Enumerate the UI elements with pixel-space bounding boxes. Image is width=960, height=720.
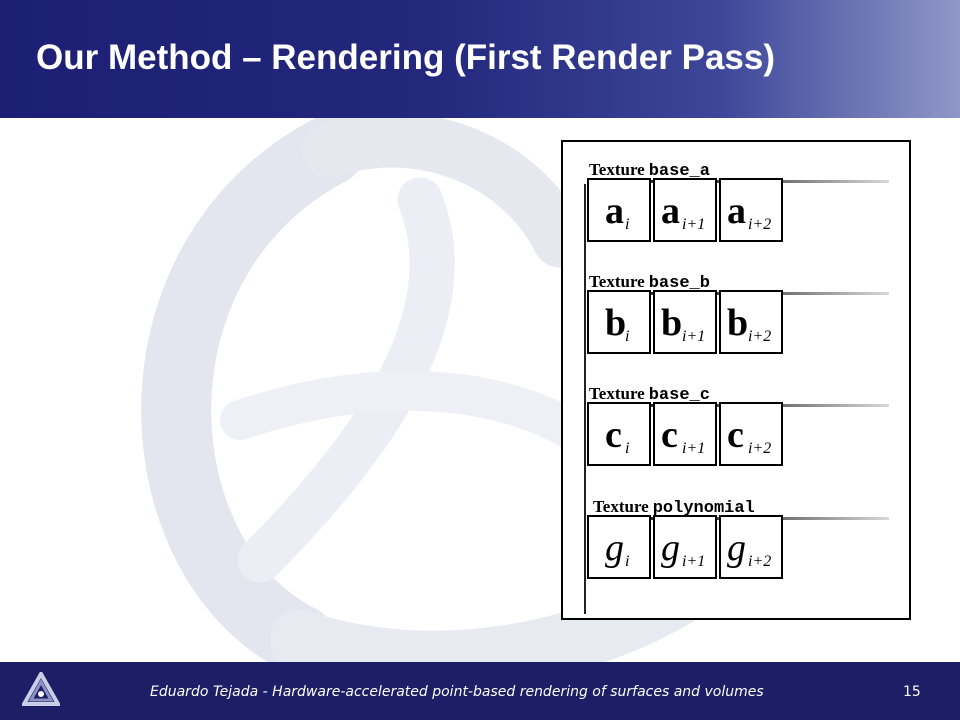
cell-symbol: c xyxy=(605,414,622,456)
footer-text: Eduardo Tejada - Hardware-accelerated po… xyxy=(150,684,764,700)
cell-symbol: c xyxy=(727,414,744,456)
slide-header: Our Method – Rendering (First Render Pas… xyxy=(0,0,960,118)
university-logo-icon xyxy=(22,672,60,706)
diagram-vertical-line xyxy=(584,184,586,614)
cell-symbol: b xyxy=(605,302,627,344)
cell-symbol: g xyxy=(605,527,624,569)
cell-symbol: b xyxy=(727,302,749,344)
texture-name: base_c xyxy=(648,386,710,405)
texture-word: Texture xyxy=(589,160,645,179)
cell-subscript: i+1 xyxy=(682,440,706,457)
texture-word: Texture xyxy=(589,384,645,403)
cell-symbol: a xyxy=(661,190,680,232)
cell-subscript: i+2 xyxy=(748,553,772,570)
cell-subscript: i xyxy=(625,553,630,570)
cell-subscript: i+2 xyxy=(748,216,772,233)
texture-name: base_a xyxy=(648,162,710,181)
cell-subscript: i+1 xyxy=(682,328,706,345)
cell-subscript: i+2 xyxy=(748,328,772,345)
texture-name: base_b xyxy=(648,274,710,293)
slide-title: Our Method – Rendering (First Render Pas… xyxy=(36,38,775,77)
cell-symbol: a xyxy=(727,190,746,232)
cell-subscript: i+1 xyxy=(682,216,706,233)
texture-word: Texture xyxy=(589,272,645,291)
cell-symbol: c xyxy=(661,414,678,456)
cell-subscript: i xyxy=(625,216,630,233)
slide-footer xyxy=(0,662,960,720)
cell-symbol: b xyxy=(661,302,683,344)
texture-name: polynomial xyxy=(652,499,755,518)
cell-subscript: i+1 xyxy=(682,553,706,570)
cell-subscript: i xyxy=(625,328,630,345)
page-number: 15 xyxy=(903,684,921,700)
cell-symbol: a xyxy=(605,190,624,232)
cell-subscript: i+2 xyxy=(748,440,772,457)
texture-word: Texture xyxy=(593,497,649,516)
cell-symbol: g xyxy=(727,527,746,569)
cell-subscript: i xyxy=(625,440,630,457)
cell-symbol: g xyxy=(661,527,680,569)
